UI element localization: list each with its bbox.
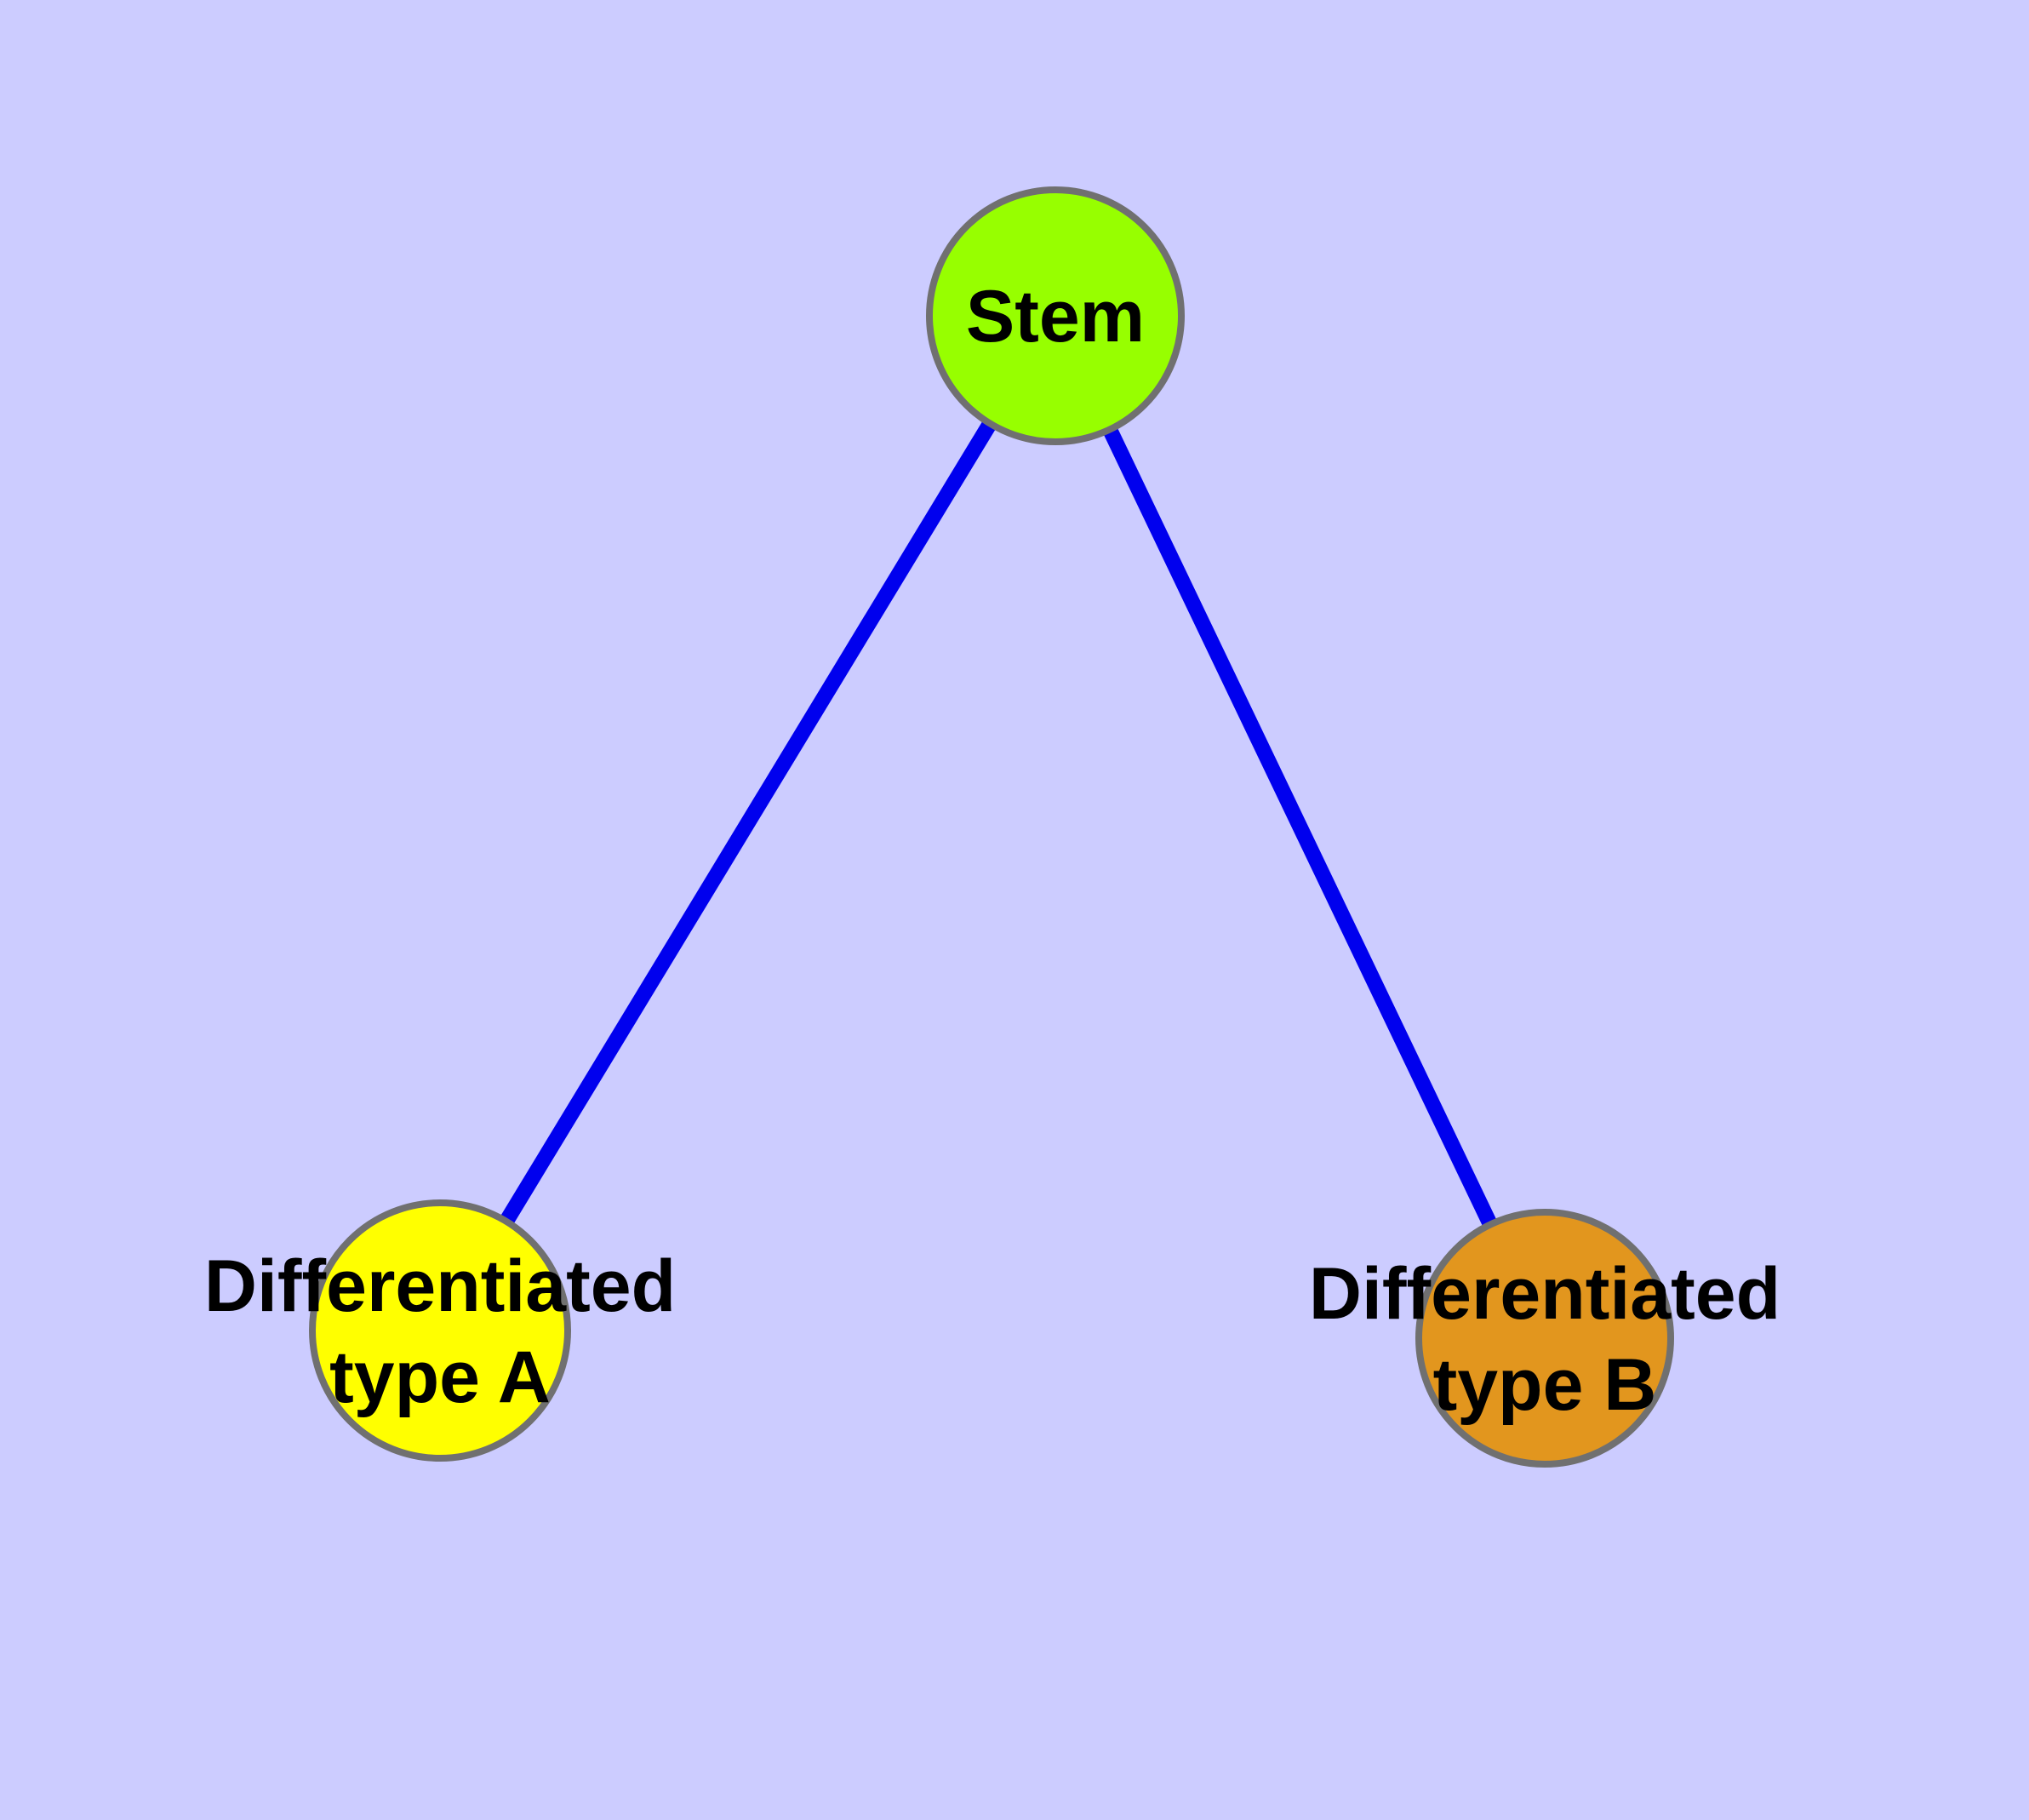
node-stem-circle	[926, 186, 1185, 445]
node-stem-label: Stem	[966, 276, 1145, 358]
node-differentiated-type-b: Differentiated type B	[1309, 1209, 1780, 1468]
node-type-a-label-line2: type A	[329, 1336, 551, 1418]
node-type-b-label-line2: type B	[1433, 1344, 1657, 1426]
node-type-b-label: Differentiated type B	[1309, 1253, 1780, 1426]
node-stem: Stem	[926, 186, 1185, 445]
node-type-b-circle	[1415, 1209, 1674, 1468]
edge-stem-to-type-a	[433, 312, 1062, 1335]
node-type-a-label: Differentiated type A	[204, 1245, 676, 1418]
node-type-a-circle	[309, 1199, 571, 1462]
node-differentiated-type-a: Differentiated type A	[204, 1199, 676, 1462]
node-type-a-label-line1: Differentiated	[204, 1245, 676, 1327]
node-type-b-label-line1: Differentiated	[1309, 1253, 1780, 1335]
node-stem-label-text: Stem	[966, 276, 1145, 358]
edge-stem-to-type-b	[1048, 312, 1552, 1342]
